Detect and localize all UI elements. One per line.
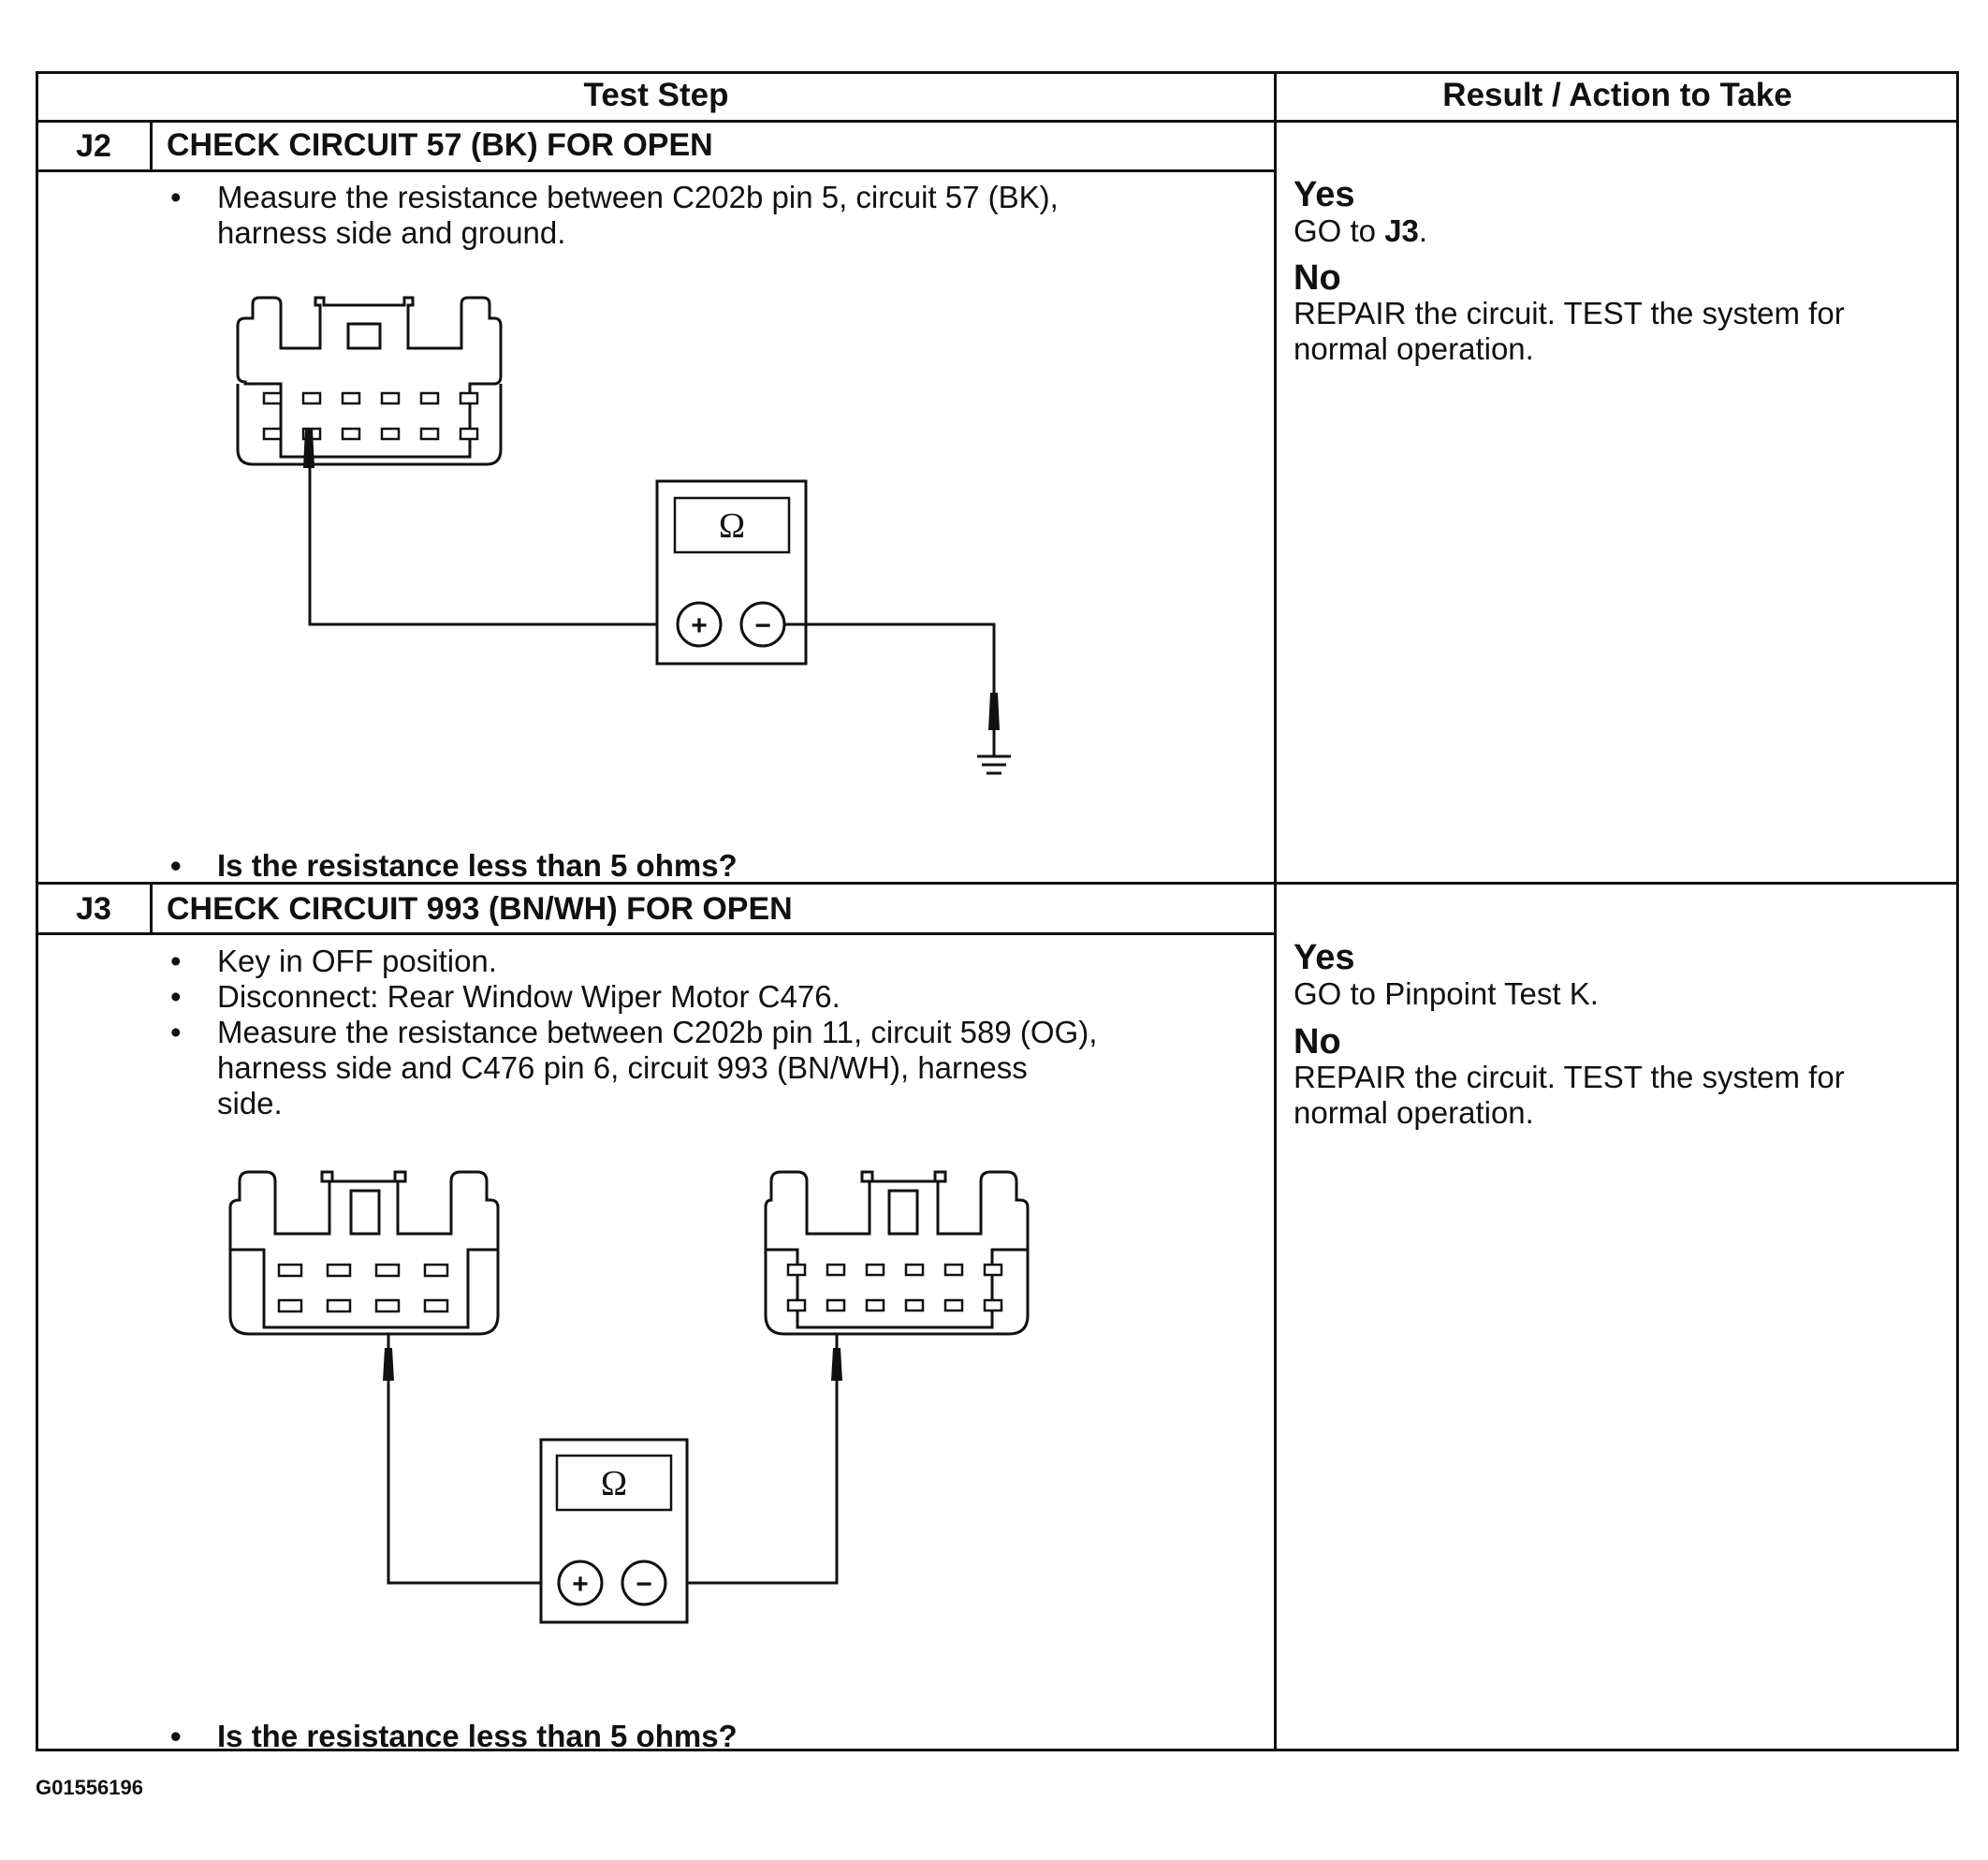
j2-meter-ohm-symbol: Ω <box>719 506 745 546</box>
j2-j3-rule <box>36 882 1959 885</box>
bullet-dot: • <box>170 180 182 214</box>
svg-text:−: − <box>636 1569 652 1600</box>
svg-text:+: + <box>691 610 708 641</box>
j2-wiring-diagram: Ω + − <box>236 296 1011 775</box>
j2-title-rule <box>36 169 1275 172</box>
test-step-table <box>36 71 1959 1751</box>
j2-step-title: CHECK CIRCUIT 57 (BK) FOR OPEN <box>167 127 713 163</box>
j2-probe-plus <box>303 429 314 468</box>
j2-question: • Is the resistance less than 5 ohms? <box>170 848 738 883</box>
j2-no-action: REPAIR the circuit. TEST the system for … <box>1294 296 1845 366</box>
j3-no-label: No <box>1294 1022 1341 1062</box>
svg-text:+: + <box>572 1569 589 1600</box>
j2-bullet-1-line-2: harness side and ground. <box>217 215 566 250</box>
j3-meter-minus-terminal <box>621 1560 667 1606</box>
svg-text:−: − <box>754 610 771 641</box>
j3-question: • Is the resistance less than 5 ohms? <box>170 1719 738 1753</box>
j3-bullet-2: • Disconnect: Rear Window Wiper Motor C4… <box>170 979 841 1014</box>
j3-connector-c202b <box>228 1170 500 1329</box>
j3-meter-plus-terminal <box>557 1560 604 1606</box>
j3-bullet-3: • Measure the resistance between C202b p… <box>170 1015 1098 1120</box>
j3-yes-action: GO to Pinpoint Test K. <box>1294 976 1599 1011</box>
j3-step-id: J3 <box>76 891 111 927</box>
j3-yes-label: Yes <box>1294 938 1355 977</box>
j3-connector-c476 <box>764 1170 1030 1329</box>
j2-bullet-1: • Measure the resistance between C202b p… <box>170 180 1059 251</box>
j2-id-divider <box>150 121 153 170</box>
figure-code: G01556196 <box>36 1776 143 1799</box>
j3-bullet-1: • Key in OFF position. <box>170 944 497 978</box>
j3-id-divider <box>150 883 153 933</box>
j2-probe-minus <box>988 693 1000 730</box>
j3-meter-ohm-symbol: Ω <box>601 1464 627 1503</box>
ground-icon <box>977 730 1011 775</box>
j3-probe-minus <box>831 1348 842 1381</box>
j3-step-title: CHECK CIRCUIT 993 (BN/WH) FOR OPEN <box>167 891 793 927</box>
j2-no-label: No <box>1294 258 1341 298</box>
j3-meter-display <box>555 1454 673 1512</box>
header-result-action: Result / Action to Take <box>1442 77 1792 113</box>
j2-yes-label: Yes <box>1294 175 1355 214</box>
j2-step-id: J2 <box>76 128 111 164</box>
j2-meter-plus-terminal <box>676 601 723 648</box>
j3-wiring-diagram: Ω + − <box>228 1170 1030 1624</box>
j3-probe-plus <box>383 1348 394 1381</box>
j2-bullet-1-line-1: Measure the resistance between C202b pin… <box>217 180 1059 214</box>
j2-connector-c202b <box>236 296 503 459</box>
j3-no-action: REPAIR the circuit. TEST the system for … <box>1294 1060 1845 1130</box>
column-divider <box>1274 71 1277 1751</box>
j3-title-rule <box>36 932 1275 935</box>
j2-meter-display <box>673 496 791 554</box>
header-test-step: Test Step <box>583 77 729 113</box>
j2-yes-action: GO to J3. <box>1294 213 1428 248</box>
header-rule <box>36 120 1959 123</box>
